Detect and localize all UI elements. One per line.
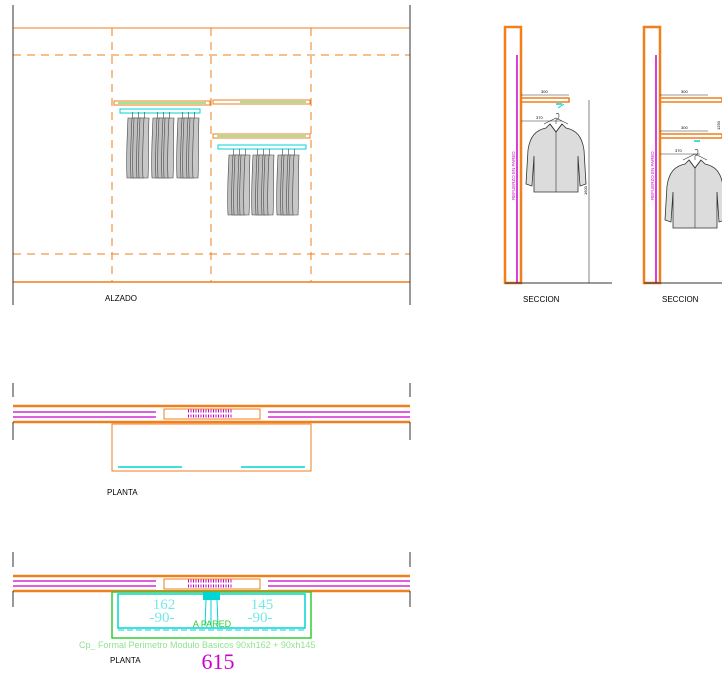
wall-note-1: REFUERZO EN PARED	[511, 151, 516, 200]
dim-300-b: 300	[681, 89, 688, 94]
jacket-2	[664, 148, 722, 229]
right-module-sub: -90-	[248, 610, 273, 626]
hanging-pants-left	[126, 111, 200, 179]
dim-300-c: 300	[681, 125, 688, 130]
plan-view-2: 162 -90- 145 -90- A PARED Cp_ Formal Per…	[12, 552, 411, 674]
elevation-view: ALZADO	[12, 5, 411, 305]
section-view-2: REFUERZO EN PARED 300 300 370 1250 SECCI…	[642, 25, 722, 304]
plan-label-2: PLANTA	[110, 656, 141, 665]
center-note: A PARED	[193, 619, 232, 629]
hanging-pants-right	[227, 148, 300, 216]
plan-label-1: PLANTA	[107, 488, 138, 497]
height-dim-a: 1600	[583, 185, 588, 195]
jacket-1	[525, 112, 587, 193]
dim-370-a: 370	[536, 115, 543, 120]
section-label-2: SECCION	[662, 295, 699, 304]
elevation-label: ALZADO	[105, 294, 137, 303]
total-width: 615	[202, 649, 235, 674]
plan-view-1: PLANTA	[12, 383, 411, 497]
section-view-1: REFUERZO EN PARED 300 370 1600 SECCION	[503, 25, 612, 304]
dim-300-a: 300	[541, 89, 548, 94]
wall-note-2: REFUERZO EN PARED	[650, 151, 655, 200]
height-dim-b: 1250	[716, 120, 721, 130]
left-module-value: 162	[153, 597, 176, 613]
dim-370-b: 370	[675, 148, 682, 153]
left-module-sub: -90-	[150, 610, 175, 626]
section-label-1: SECCION	[523, 295, 560, 304]
right-module-value: 145	[251, 597, 274, 613]
plan-caption: Cp_ Formal Perimetro Modulo Basicos 90xh…	[79, 640, 315, 650]
